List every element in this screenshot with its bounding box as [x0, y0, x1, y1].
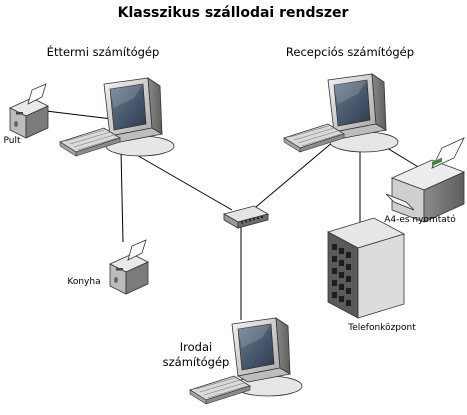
link-switch-reception	[249, 135, 341, 213]
konyha-printer: Konyha	[67, 239, 149, 295]
office-computer-label-line1: Irodai	[180, 340, 212, 354]
reception-computer-label: Recepciós számítógép	[286, 45, 414, 59]
restaurant-computer: Éttermi számítógép	[47, 44, 175, 157]
link-restaurant-switch	[127, 149, 233, 211]
receipt-printer-icon	[109, 239, 149, 295]
restaurant-computer-label: Éttermi számítógép	[47, 44, 160, 59]
pult-label: Pult	[3, 136, 20, 146]
keyboard-icon	[59, 127, 121, 157]
telephone-exchange-icon	[327, 217, 405, 319]
office-computer-label-line2: számítógép	[163, 355, 230, 369]
keyboard-icon	[283, 123, 345, 153]
receipt-printer-icon	[9, 83, 49, 139]
phone-exchange: Telefonközpont	[327, 217, 416, 333]
konyha-label: Konyha	[67, 277, 100, 287]
computer-monitor-icon	[327, 73, 399, 153]
phone-exchange-label: Telefonközpont	[347, 323, 416, 333]
link-restaurant-konyha	[120, 149, 124, 243]
keyboard-icon	[189, 375, 251, 405]
computer-monitor-icon	[103, 77, 175, 157]
pult-printer: Pult	[3, 83, 49, 146]
office-computer: Irodai számítógép	[163, 317, 303, 405]
reception-computer: Recepciós számítógép	[283, 45, 414, 153]
diagram-title: Klasszikus szállodai rendszer	[118, 5, 349, 21]
a4-printer: A4-es nyomtató	[384, 137, 465, 225]
link-pult-restaurant	[45, 110, 113, 120]
laser-printer-icon	[385, 137, 465, 223]
a4-printer-label: A4-es nyomtató	[384, 214, 456, 225]
